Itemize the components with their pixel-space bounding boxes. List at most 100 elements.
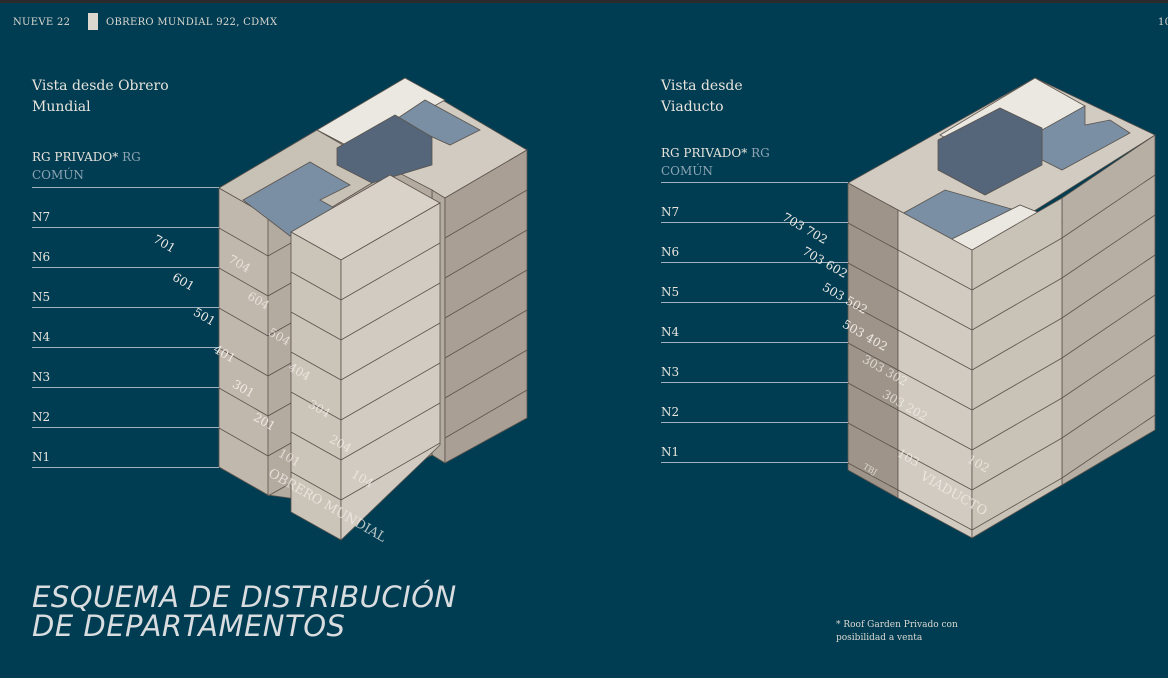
level-line [32, 427, 219, 428]
floor-line [340, 442, 441, 501]
floor-line [290, 431, 342, 461]
level-label: N1 [661, 445, 680, 459]
floor-line [1061, 414, 1156, 479]
rg-common-label: RG [122, 150, 141, 164]
level-line [32, 307, 219, 308]
level-line [661, 462, 848, 463]
floor-line [290, 271, 342, 301]
floor-line [897, 289, 973, 331]
level-line [32, 267, 219, 268]
floor-line [267, 242, 292, 257]
floor-line [340, 322, 441, 381]
level-line [32, 227, 219, 228]
rg-private-label: RG PRIVADO* [661, 146, 748, 160]
rg-common-label-2: COMÚN [32, 168, 84, 182]
level-label: N2 [661, 405, 680, 419]
right-building-diagram [847, 77, 1156, 539]
floor-line [340, 242, 441, 301]
level-line [661, 422, 848, 423]
level-label: N3 [32, 370, 51, 384]
floor-line [267, 402, 292, 417]
floor-line [218, 347, 269, 377]
level-label: N2 [32, 410, 51, 424]
brand-name: NUEVE 22 [13, 17, 71, 28]
level-label: N4 [661, 325, 680, 339]
floor-line [218, 387, 269, 417]
floor-line [1061, 374, 1156, 439]
floor-line [267, 442, 292, 457]
floor-line [1061, 214, 1156, 279]
level-line [661, 222, 848, 223]
left-building-diagram [218, 77, 528, 541]
floor-line [290, 391, 342, 421]
building-icon [88, 13, 98, 30]
floor-line [340, 282, 441, 341]
right-view-title-line2: Viaducto [661, 99, 724, 115]
floor-line [847, 422, 899, 451]
address: OBRERO MUNDIAL 922, CDMX [106, 17, 278, 28]
page-title-line1: ESQUEMA DE DISTRIBUCIÓN [32, 580, 457, 614]
page-title-line2: DE DEPARTAMENTOS [32, 609, 346, 643]
floor-line [1061, 334, 1156, 399]
level-line-rg [661, 182, 848, 183]
floor-line [1061, 174, 1156, 239]
floor-line [267, 322, 292, 337]
floor-line [444, 309, 528, 359]
floor-line [218, 427, 269, 457]
level-label: N3 [661, 365, 680, 379]
level-label: N1 [32, 450, 51, 464]
floor-line [847, 302, 899, 331]
top-border [0, 0, 1168, 3]
floor-line [290, 311, 342, 341]
floor-line [218, 227, 269, 257]
floor-line [218, 267, 269, 297]
level-label: N7 [32, 210, 51, 224]
left-view-title-line2: Mundial [32, 99, 91, 115]
level-line [32, 347, 219, 348]
floor-line [847, 462, 899, 491]
level-line [661, 262, 848, 263]
level-line [661, 302, 848, 303]
level-line [32, 387, 219, 388]
floor-line [897, 489, 973, 531]
page-number: 10 [1158, 17, 1168, 28]
rg-common-label: RG [751, 146, 770, 160]
floor-line [340, 402, 441, 461]
floor-line [444, 269, 528, 319]
level-label: N5 [661, 285, 680, 299]
rg-private-label: RG PRIVADO* [32, 150, 119, 164]
level-label: N5 [32, 290, 51, 304]
floor-line [290, 471, 342, 501]
right-view-title-line1: Vista desde [661, 78, 743, 94]
floor-line [971, 397, 1063, 451]
floor-line [444, 229, 528, 279]
floor-line [218, 307, 269, 337]
right-rg-legend: RG PRIVADO* RG COMÚN [661, 144, 801, 180]
level-line-rg [32, 187, 219, 188]
floor-line [897, 409, 973, 451]
floor-line [897, 369, 973, 411]
floor-line [847, 262, 899, 291]
floor-line [267, 482, 292, 497]
level-line [661, 342, 848, 343]
floor-line [971, 357, 1063, 411]
level-line [32, 467, 219, 468]
floor-line [340, 362, 441, 421]
footnote-line1: * Roof Garden Privado con [836, 620, 958, 630]
left-view-title-line1: Vista desde Obrero [32, 78, 169, 94]
level-label: N6 [32, 250, 51, 264]
rg-common-label-2: COMÚN [661, 164, 713, 178]
level-line [661, 382, 848, 383]
floor-line [444, 189, 528, 239]
floor-line [971, 317, 1063, 371]
floor-line [267, 362, 292, 377]
floor-line [444, 349, 528, 399]
level-label: N6 [661, 245, 680, 259]
floor-line [267, 282, 292, 297]
left-rg-legend: RG PRIVADO* RG COMÚN [32, 148, 172, 184]
floor-line [971, 277, 1063, 331]
level-label: N7 [661, 205, 680, 219]
floor-line [290, 351, 342, 381]
